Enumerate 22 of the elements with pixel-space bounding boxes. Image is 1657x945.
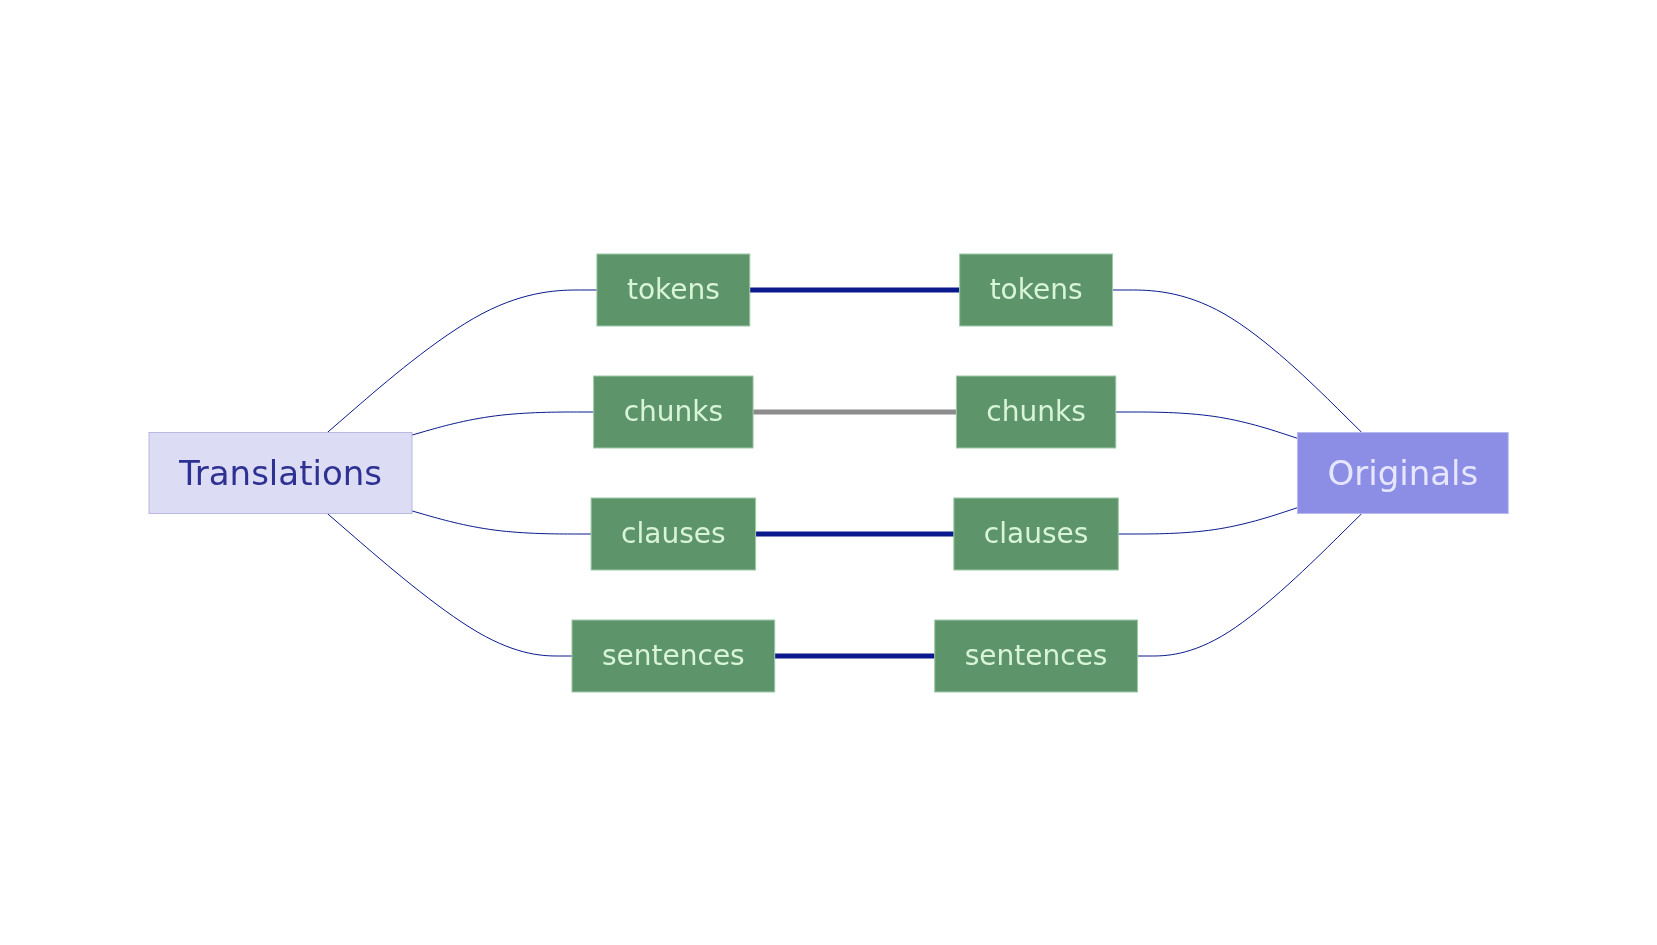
- node-box: sentences: [934, 619, 1138, 692]
- node-box: tokens: [959, 253, 1113, 326]
- node-box: chunks: [593, 375, 754, 448]
- node-box: sentences: [571, 619, 776, 692]
- connector: [1117, 506, 1298, 534]
- connector: [774, 653, 935, 658]
- connector: [326, 289, 598, 433]
- connector: [1115, 411, 1298, 439]
- connector: [411, 411, 594, 436]
- node-box: chunks: [955, 375, 1117, 448]
- node-box: clauses: [953, 497, 1119, 570]
- connector: [755, 531, 954, 536]
- node-box: tokens: [596, 253, 751, 326]
- connector: [1136, 512, 1363, 656]
- node-box: Originals: [1296, 431, 1509, 514]
- connector: [752, 409, 957, 414]
- connector: [749, 287, 960, 292]
- node-box: Translations: [148, 431, 413, 514]
- node-box: clauses: [590, 497, 756, 570]
- connector: [326, 512, 573, 656]
- connector: [1111, 289, 1363, 433]
- connector: [411, 509, 592, 534]
